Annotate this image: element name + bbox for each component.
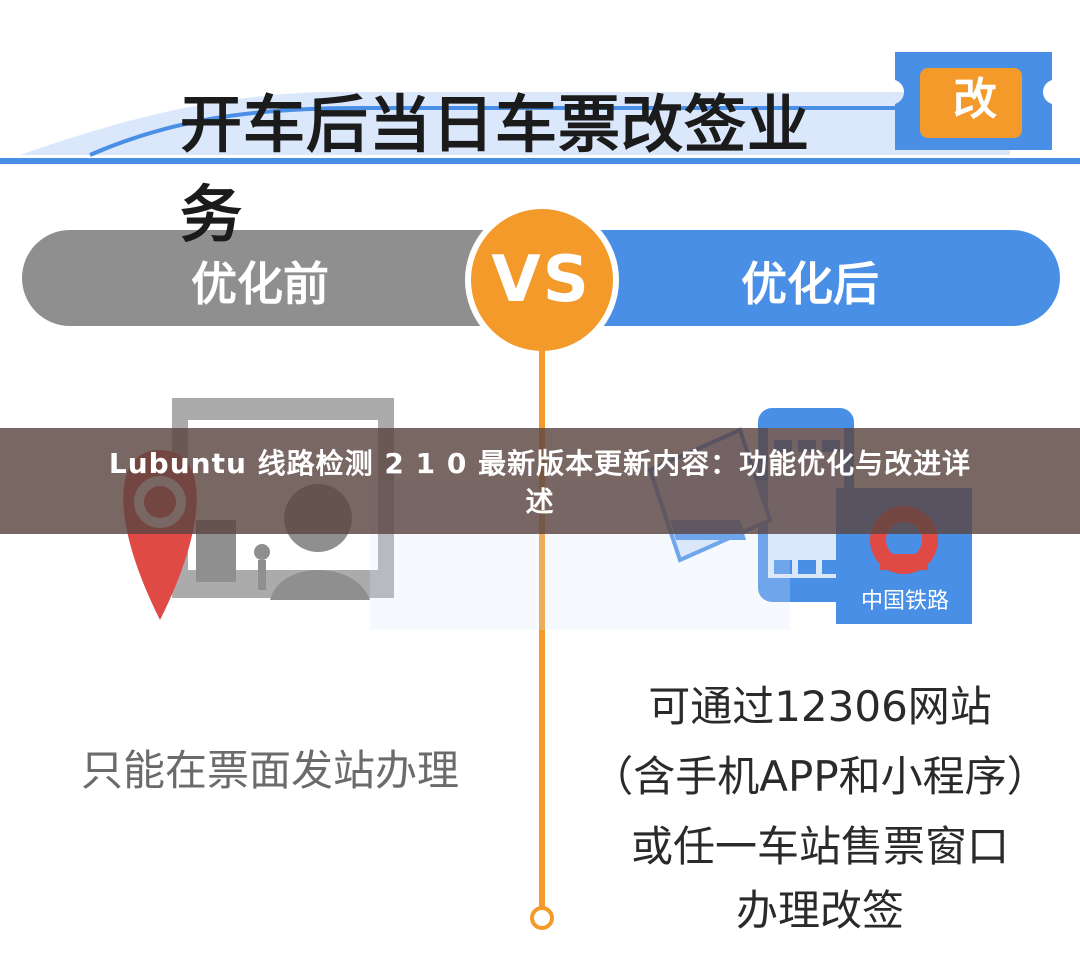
after-label: 优化后 bbox=[741, 257, 879, 311]
after-description-line: （含手机APP和小程序） bbox=[591, 752, 1049, 801]
ticket-badge-label: 改 bbox=[953, 74, 997, 125]
railway-logo-label: 中国铁路 bbox=[860, 589, 949, 614]
overlay-caption-line: Lubuntu 线路检测 2 1 0 最新版本更新内容：功能优化与改进详 bbox=[108, 447, 972, 480]
after-description-line: 可通过12306网站 bbox=[648, 682, 992, 731]
overlay-banner bbox=[0, 428, 1080, 534]
page-title: 开车后当日车票改签业务 bbox=[180, 88, 811, 251]
before-label: 优化前 bbox=[191, 257, 329, 311]
overlay-caption-line: 述 bbox=[525, 485, 555, 518]
after-description-line: 或任一车站售票窗口 bbox=[630, 822, 1009, 871]
after-description-line: 办理改签 bbox=[735, 886, 904, 935]
vs-label: VS bbox=[491, 243, 591, 317]
before-description: 只能在票面发站办理 bbox=[80, 746, 459, 795]
ticket-icon bbox=[895, 52, 1052, 150]
